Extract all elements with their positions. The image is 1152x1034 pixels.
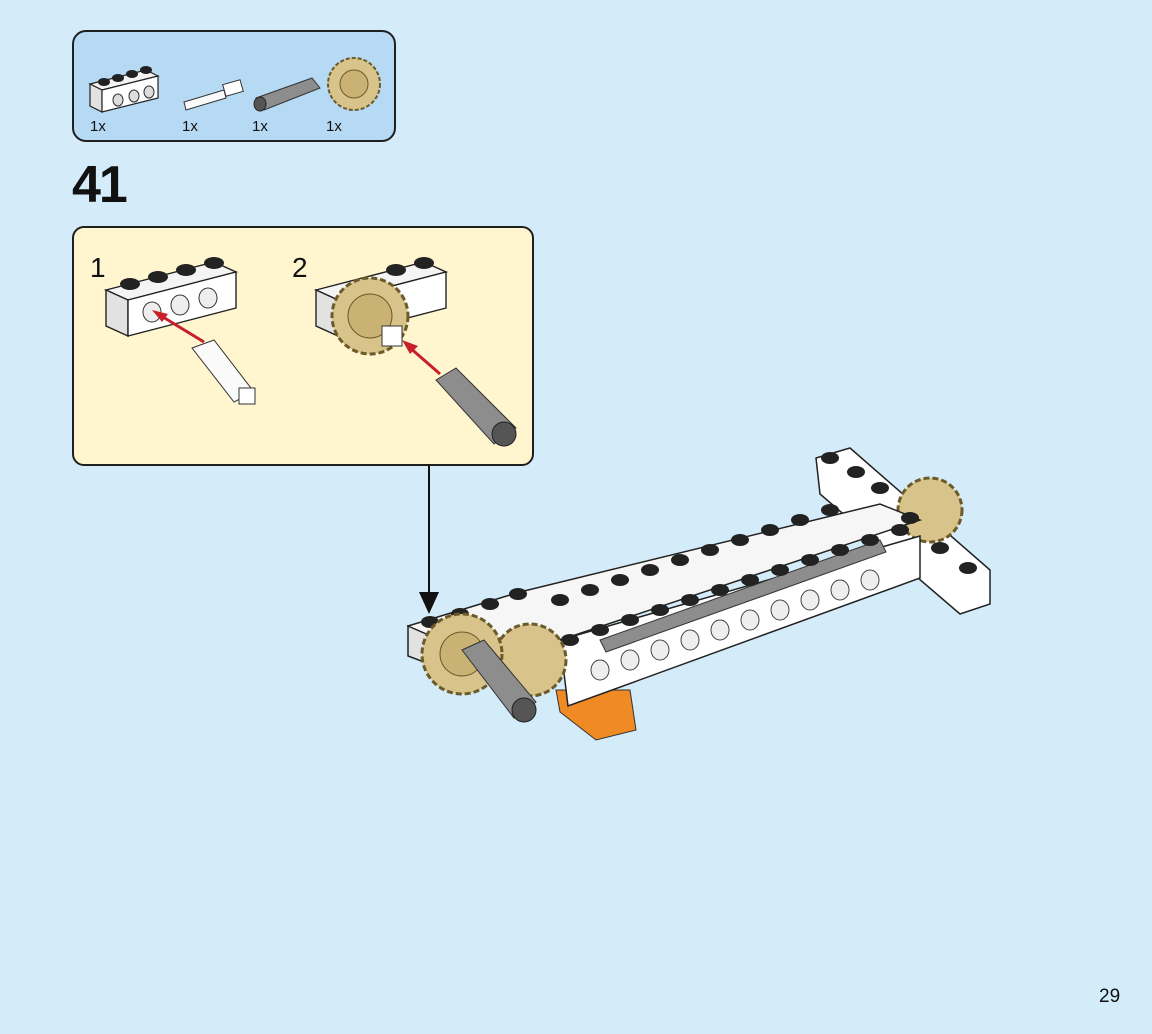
substep-1-axle-pin	[191, 339, 256, 405]
front-axle-connector	[461, 639, 537, 723]
studs	[421, 452, 977, 646]
cross-beam	[815, 447, 991, 615]
substep-illustrations	[103, 257, 517, 447]
axle-connector-part-image	[253, 77, 321, 112]
part-quantity: 1x	[182, 118, 198, 135]
substep-number: 1	[90, 252, 106, 283]
substep-2-gear	[330, 276, 410, 356]
back-gear	[896, 476, 964, 544]
parts-list-box: 1x 1x 1x 1x	[72, 30, 396, 142]
holes	[590, 569, 880, 681]
step-number: 41	[72, 156, 128, 214]
substep-2-axle-connector	[435, 367, 517, 447]
long-beams	[406, 503, 923, 708]
front-gears	[420, 612, 568, 698]
page-number: 29	[1099, 986, 1121, 1007]
part-quantity: 1x	[252, 118, 268, 135]
substep-1-brick	[103, 257, 239, 338]
parts-illustrations	[88, 57, 381, 113]
part-quantity: 1x	[326, 118, 342, 135]
technic-brick-part-image	[88, 66, 160, 113]
part-quantity: 1x	[90, 118, 106, 135]
insert-arrow	[157, 312, 205, 344]
gear-part-image	[327, 57, 381, 111]
substep-number: 2	[292, 252, 308, 283]
substep-box: 1 2	[72, 226, 534, 466]
axle-pin-part-image	[183, 79, 244, 111]
orange-part	[555, 689, 637, 741]
insert-arrow	[407, 344, 441, 376]
